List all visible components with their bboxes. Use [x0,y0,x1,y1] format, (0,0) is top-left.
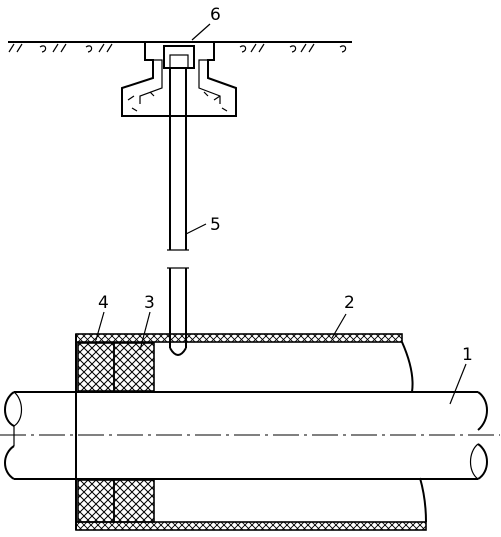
label-riser: 5 [210,215,221,235]
sleeve [75,333,427,531]
label-outer-packing: 4 [98,293,109,313]
outer-packing-bottom [77,479,115,523]
label-inner-packing: 3 [144,293,155,313]
riser-pipe [167,68,189,356]
outer-packing-top [77,342,115,392]
label-cap: 6 [210,5,221,25]
cap-housing [121,41,237,117]
inner-packing-bottom [113,479,155,523]
label-sleeve: 2 [344,293,355,313]
main-pipe [0,391,500,480]
label-pipe: 1 [462,345,473,365]
leader-lines [95,23,467,405]
inner-packing-top [113,342,155,392]
